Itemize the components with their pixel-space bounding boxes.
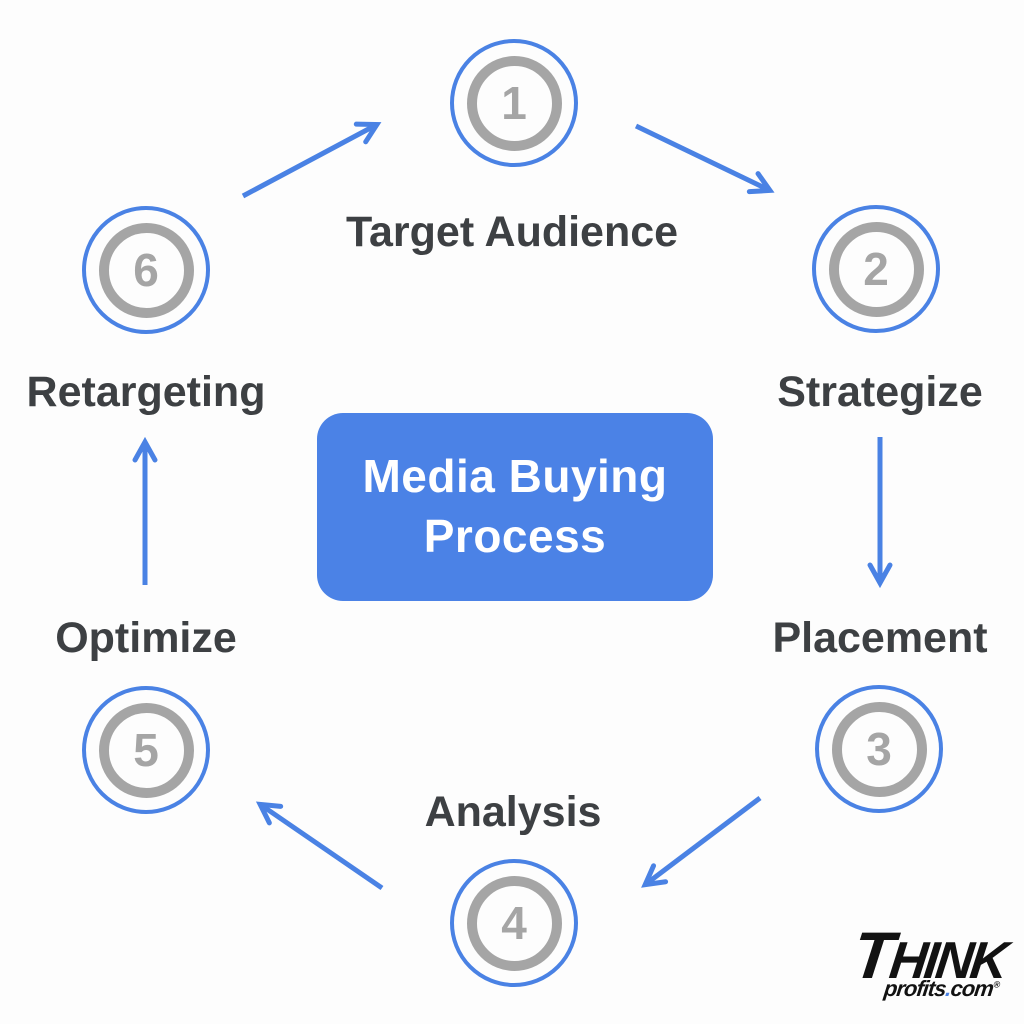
step-3-number: 3	[866, 723, 892, 775]
step-circle-6-inner-ring: 6	[98, 222, 194, 318]
arrow-6-to-1	[241, 121, 382, 199]
center-title-line1: Media Buying	[362, 450, 668, 503]
step-5-number: 5	[133, 724, 159, 776]
step-1-label: Target Audience	[345, 208, 679, 256]
arrow-4-to-5	[255, 801, 384, 891]
center-title-box: Media Buying Process	[317, 413, 713, 601]
center-title-line2: Process	[423, 510, 607, 562]
step-2-number: 2	[863, 243, 889, 295]
step-circle-3: 3	[815, 685, 943, 813]
arrow-1-to-2	[634, 123, 775, 195]
step-circle-1-inner-ring: 1	[466, 55, 562, 151]
step-circle-3-inner-ring: 3	[831, 701, 927, 797]
step-6-number: 6	[133, 244, 159, 296]
step-circle-2-inner-ring: 2	[828, 221, 924, 317]
step-6-label: Retargeting	[26, 368, 266, 416]
step-3-label: Placement	[772, 614, 988, 662]
logo-think-text: THINK	[848, 918, 1009, 992]
step-circle-5-inner-ring: 5	[98, 702, 194, 798]
step-5-label: Optimize	[55, 614, 237, 662]
step-circle-4: 4	[450, 859, 578, 987]
step-4-label: Analysis	[424, 788, 602, 836]
step-circle-1: 1	[450, 39, 578, 167]
step-circle-6: 6	[82, 206, 210, 334]
logo-registered-mark: ®	[992, 979, 1001, 990]
logo-profits-word: profits	[882, 976, 947, 1001]
step-4-number: 4	[501, 897, 527, 949]
thinkprofits-logo: THINK profits.com®	[847, 918, 1009, 1002]
step-circle-5: 5	[82, 686, 210, 814]
step-circle-4-inner-ring: 4	[466, 875, 562, 971]
step-circle-2: 2	[812, 205, 940, 333]
step-1-number: 1	[501, 77, 527, 129]
logo-com-word: com	[948, 976, 995, 1001]
arrow-3-to-4	[641, 796, 762, 888]
step-2-label: Strategize	[777, 368, 983, 416]
